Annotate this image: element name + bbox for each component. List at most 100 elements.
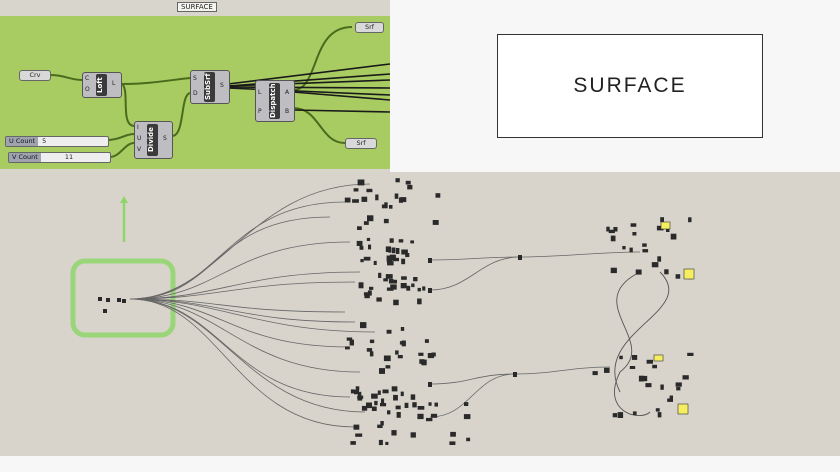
v-count-slider[interactable]: V Count 11: [8, 152, 111, 163]
component-node: [638, 375, 644, 382]
component-node: [513, 372, 517, 377]
component-node: [386, 329, 392, 334]
dispatch-component[interactable]: L P Dispatch A B: [255, 80, 295, 122]
component-node: [606, 226, 610, 232]
component-node: [642, 243, 647, 247]
crv-param[interactable]: Crv: [19, 70, 51, 81]
component-node: [657, 412, 662, 418]
wire: [514, 366, 611, 375]
component-node: [466, 437, 471, 442]
port-c: C: [85, 75, 90, 82]
wire: [129, 298, 361, 373]
component-node: [386, 287, 394, 291]
component-node: [410, 240, 414, 244]
divide-component[interactable]: I U V Divide S: [134, 121, 173, 159]
u-count-slider[interactable]: U Count 5: [5, 136, 109, 147]
wire: [519, 251, 641, 258]
component-node: [396, 412, 401, 418]
wire: [129, 298, 366, 413]
component-node: [417, 298, 422, 305]
component-node: [646, 359, 653, 364]
component-node: [406, 285, 411, 291]
component-node: [391, 386, 398, 392]
component-node: [413, 277, 418, 282]
grasshopper-canvas-zoomed[interactable]: SURFACE Crv Srf Srf C O Loft L S D SubSr…: [0, 0, 390, 172]
component-node: [381, 398, 385, 404]
component-node: [642, 249, 649, 253]
wire: [129, 216, 331, 300]
component-node: [632, 232, 637, 236]
component-node: [385, 441, 389, 445]
component-node: [395, 350, 399, 355]
component-node: [391, 430, 397, 436]
component-node: [405, 180, 411, 185]
component-node: [632, 411, 637, 415]
component-node: [361, 405, 368, 411]
component-node: [376, 297, 382, 302]
port-d: D: [193, 90, 198, 97]
component-node: [357, 395, 364, 399]
component-node: [464, 402, 469, 406]
component-node: [421, 359, 427, 366]
component-node: [367, 215, 374, 222]
component-node: [657, 256, 662, 262]
subsrf-component[interactable]: S D SubSrf S: [190, 70, 230, 104]
srf-param-top[interactable]: Srf: [355, 22, 384, 33]
component-node: [350, 389, 355, 394]
wire: [429, 373, 516, 385]
port-i: I: [137, 124, 139, 131]
component-node: [426, 417, 433, 422]
component-node: [400, 197, 407, 203]
component-node: [610, 235, 616, 242]
component-node: [660, 384, 664, 390]
component-node: [369, 286, 374, 290]
component-node: [349, 339, 354, 346]
wire: [614, 271, 651, 416]
component-node: [675, 274, 681, 279]
component-node: [682, 375, 689, 380]
panel-node: [653, 354, 664, 362]
component-node: [651, 262, 659, 268]
component-node: [345, 346, 350, 350]
slider-value: 11: [64, 153, 74, 161]
component-node: [389, 254, 396, 261]
wire: [129, 201, 346, 300]
component-node: [404, 402, 409, 408]
component-node: [688, 217, 692, 223]
component-node: [656, 225, 664, 231]
port-l: L: [112, 80, 116, 87]
component-node: [417, 413, 424, 420]
component-node: [381, 204, 388, 209]
loft-component[interactable]: C O Loft L: [82, 72, 122, 98]
component-node: [350, 441, 356, 445]
component-node: [359, 245, 364, 250]
port-a: A: [285, 89, 290, 96]
component-node: [405, 253, 410, 258]
component-node: [610, 267, 617, 274]
port-p: P: [258, 108, 262, 115]
component-node: [361, 196, 368, 202]
wire: [129, 298, 376, 333]
component-node: [612, 413, 618, 418]
port-v: V: [137, 146, 142, 153]
component-node: [368, 244, 372, 250]
component-node: [364, 292, 370, 299]
srf-param-bottom[interactable]: Srf: [345, 138, 377, 149]
component-node: [463, 414, 471, 420]
component-node: [366, 402, 372, 409]
component-node: [617, 412, 624, 418]
component-node: [379, 368, 385, 374]
wire: [129, 298, 351, 348]
component-node: [389, 238, 394, 243]
component-node: [669, 395, 673, 401]
component-node: [399, 341, 404, 345]
component-node: [641, 375, 648, 382]
grasshopper-canvas-overview[interactable]: [0, 172, 840, 456]
component-node: [629, 366, 636, 369]
component-node: [346, 337, 353, 341]
component-node: [401, 249, 408, 255]
component-node: [358, 282, 364, 289]
component-node: [117, 298, 121, 302]
component-node: [430, 413, 438, 418]
component-node: [592, 371, 598, 376]
